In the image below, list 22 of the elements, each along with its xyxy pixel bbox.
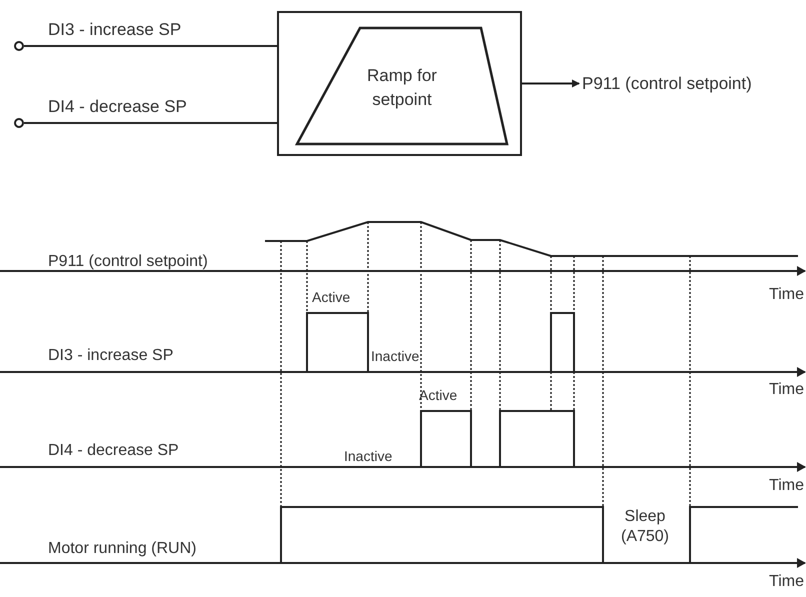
- output-text: P911 (control setpoint): [582, 73, 802, 95]
- arrow: [522, 80, 580, 88]
- signal-label: DI3 - increase SP: [48, 346, 174, 366]
- signal-label: Time: [768, 572, 804, 592]
- signal-label: Inactive: [344, 447, 394, 466]
- signal-label: Motor running (RUN): [48, 539, 198, 559]
- signal-label: Active: [312, 288, 352, 307]
- edge-label: DI3 - increase SP: [48, 19, 182, 41]
- signal-label: Inactive: [371, 347, 420, 366]
- signal-label: Time: [768, 380, 804, 400]
- signal-line: [24, 45, 277, 47]
- signal-label: DI4 - decrease SP: [48, 441, 180, 461]
- edge-label: DI4 - decrease SP: [48, 96, 187, 118]
- block-text: Ramp for setpoint: [366, 65, 438, 111]
- signal-label: P911 (control setpoint): [48, 252, 209, 272]
- ramp-trapezoid: [295, 26, 509, 146]
- signal-label: Active: [419, 386, 458, 405]
- signal-label: Time: [768, 476, 804, 496]
- signal-line: [24, 122, 277, 124]
- signal-label: Time: [768, 285, 804, 305]
- signal-label: Sleep (A750): [620, 507, 670, 547]
- function-block: [277, 11, 522, 156]
